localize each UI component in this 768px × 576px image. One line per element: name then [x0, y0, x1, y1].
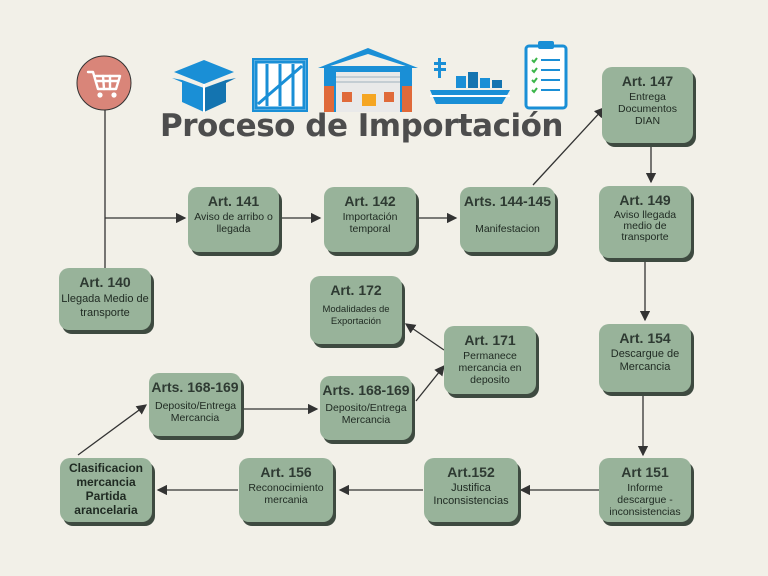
node-art-140: Art. 140 Llegada Medio de transporte: [59, 268, 151, 330]
node-text: Permanece mercancia en deposito: [458, 350, 522, 386]
node-art-141: Art. 141 Aviso de arribo o llegada: [188, 187, 279, 252]
arrow-144-147: [532, 107, 605, 186]
warehouse-icon: [316, 46, 420, 117]
node-art-151: Art 151 Informe descargue - inconsistenc…: [599, 458, 691, 522]
node-text: Llegada Medio de transporte: [61, 293, 149, 319]
node-heading: Art. 141: [207, 193, 260, 209]
node-arts-168-169-b: Arts. 168-169 Deposito/Entrega Mercancia: [320, 376, 412, 440]
cargo-ship-icon: [430, 52, 510, 115]
arrow-171-172: [404, 323, 445, 351]
node-art-149: Art. 149 Aviso llegada medio de transpor…: [599, 186, 691, 258]
node-text: Deposito/Entrega Mercancia: [155, 400, 237, 424]
checklist-clipboard-icon: [524, 40, 568, 115]
page-title: Proceso de Importación: [160, 108, 563, 144]
node-text: Deposito/Entrega Mercancia: [325, 402, 407, 426]
node-art-142: Art. 142 Importación temporal: [324, 187, 416, 252]
node-heading: Arts. 168-169: [151, 379, 239, 395]
node-arts-168-169-a: Arts. 168-169 Deposito/Entrega Mercancia: [149, 373, 241, 436]
node-art-152: Art.152 Justifica Inconsistencias: [424, 458, 518, 522]
node-text: Importación temporal: [342, 211, 398, 235]
node-text: Reconocimiento mercania: [248, 482, 324, 506]
node-arts-144-145: Arts. 144-145 Manifestacion: [460, 187, 555, 252]
node-heading: Art. 140: [79, 274, 131, 290]
node-heading: Art. 154: [619, 330, 671, 346]
node-text: Descargue de Mercancia: [610, 348, 680, 373]
node-art-154: Art. 154 Descargue de Mercancia: [599, 324, 691, 392]
node-clasificacion-mercancia: Clasificacion mercancia Partida arancela…: [60, 458, 152, 522]
node-text: Aviso de arribo o llegada: [194, 211, 273, 235]
node-text: Clasificacion mercancia Partida arancela…: [68, 461, 144, 517]
arrow-168b-171: [415, 364, 445, 402]
node-heading: Art. 172: [330, 282, 382, 298]
node-heading: Art. 147: [621, 73, 674, 89]
node-text: Informe descargue - inconsistencias: [609, 482, 681, 518]
node-heading: Art.152: [447, 464, 495, 480]
node-text: Modalidades de Exportación: [322, 304, 390, 327]
node-heading: Art. 149: [619, 192, 671, 208]
open-box-icon: [168, 58, 240, 117]
node-text: Aviso llegada medio de transporte: [613, 209, 677, 243]
node-heading: Art. 156: [260, 464, 312, 480]
node-art-171: Art. 171 Permanece mercancia en deposito: [444, 326, 536, 394]
node-text: Justifica Inconsistencias: [433, 482, 509, 507]
node-art-147: Art. 147 Entrega Documentos DIAN: [602, 67, 693, 143]
node-text: Entrega Documentos DIAN: [618, 91, 677, 127]
node-heading: Arts. 144-145: [463, 193, 552, 209]
wooden-crate-icon: [251, 57, 309, 117]
arrow-clasif-168a: [77, 404, 148, 456]
node-text: Manifestacion: [475, 223, 540, 235]
shopping-cart-icon: [76, 55, 132, 116]
node-art-172: Art. 172 Modalidades de Exportación: [310, 276, 402, 344]
node-heading: Arts. 168-169: [322, 382, 410, 398]
node-heading: Art. 171: [464, 332, 516, 348]
node-art-156: Art. 156 Reconocimiento mercania: [239, 458, 333, 522]
node-heading: Art. 142: [344, 193, 396, 209]
node-heading: Art 151: [621, 464, 669, 480]
